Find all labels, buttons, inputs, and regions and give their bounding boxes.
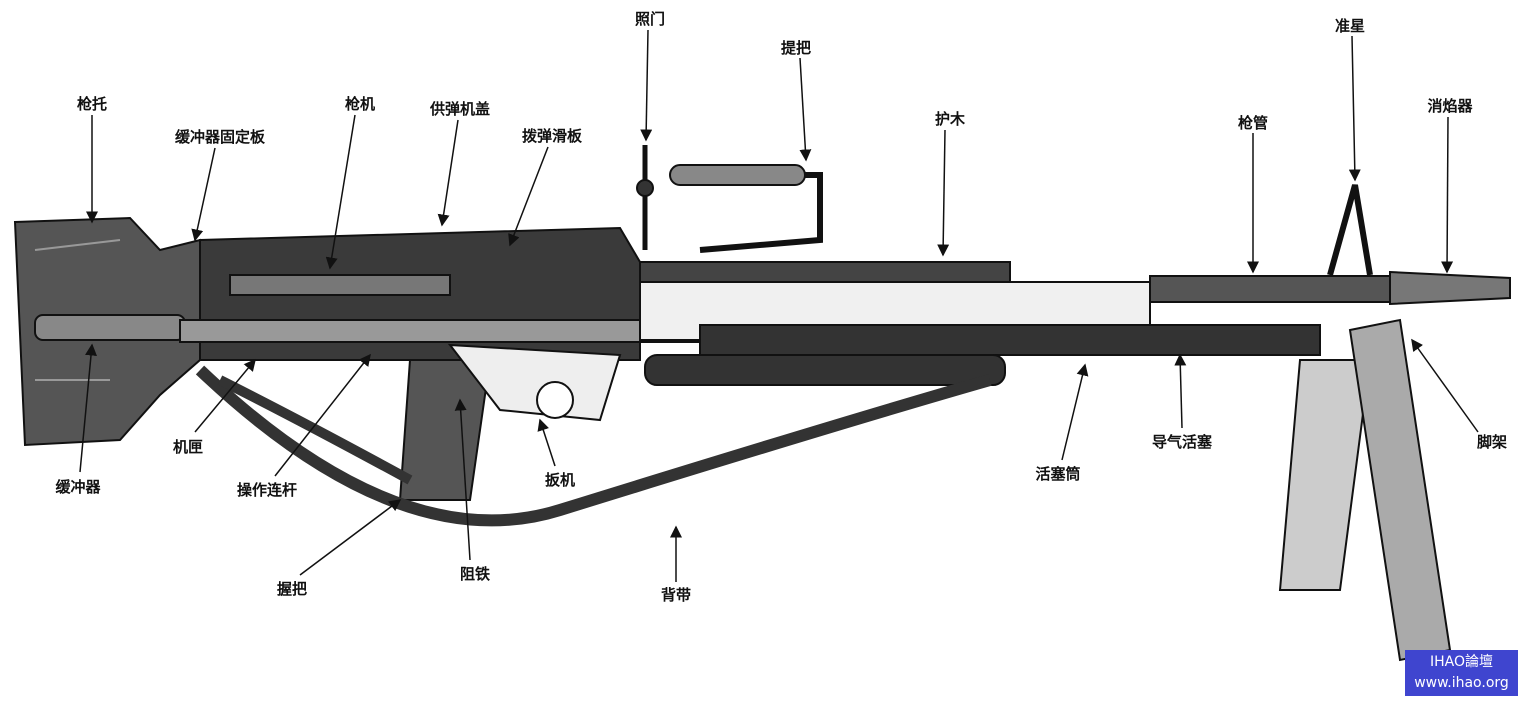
label-gas-cylinder: 活塞筒 [1035, 465, 1081, 483]
label-bolt: 枪机 [344, 95, 376, 113]
label-sling: 背带 [660, 586, 692, 604]
label-front-sight: 准星 [1334, 17, 1366, 35]
label-receiver: 机匣 [172, 438, 204, 456]
label-buffer: 缓冲器 [55, 478, 101, 496]
label-barrel: 枪管 [1237, 114, 1269, 132]
label-feed-slide: 拨弹滑板 [521, 127, 583, 145]
label-gas-piston: 导气活塞 [1151, 433, 1213, 451]
label-handguard: 护木 [934, 110, 966, 128]
callout-arrows [79, 29, 1479, 582]
label-grip: 握把 [276, 580, 308, 598]
gun-drawing [13, 145, 1511, 662]
watermark-url: www.ihao.org [1414, 675, 1509, 691]
watermark: IHAO論壇 www.ihao.org [1405, 650, 1518, 696]
label-rear-sight: 照门 [634, 10, 666, 28]
label-carry-handle: 提把 [780, 39, 812, 57]
label-op-rod: 操作连杆 [236, 481, 298, 499]
label-flash-hider: 消焰器 [1427, 97, 1473, 115]
label-stock: 枪托 [76, 95, 108, 113]
watermark-title: IHAO論壇 [1429, 654, 1493, 670]
label-buffer-plate: 缓冲器固定板 [174, 128, 266, 146]
label-trigger: 扳机 [544, 471, 576, 489]
label-bipod: 脚架 [1476, 433, 1508, 451]
label-sear: 阻铁 [459, 565, 491, 583]
label-feed-cover: 供弹机盖 [429, 100, 491, 118]
